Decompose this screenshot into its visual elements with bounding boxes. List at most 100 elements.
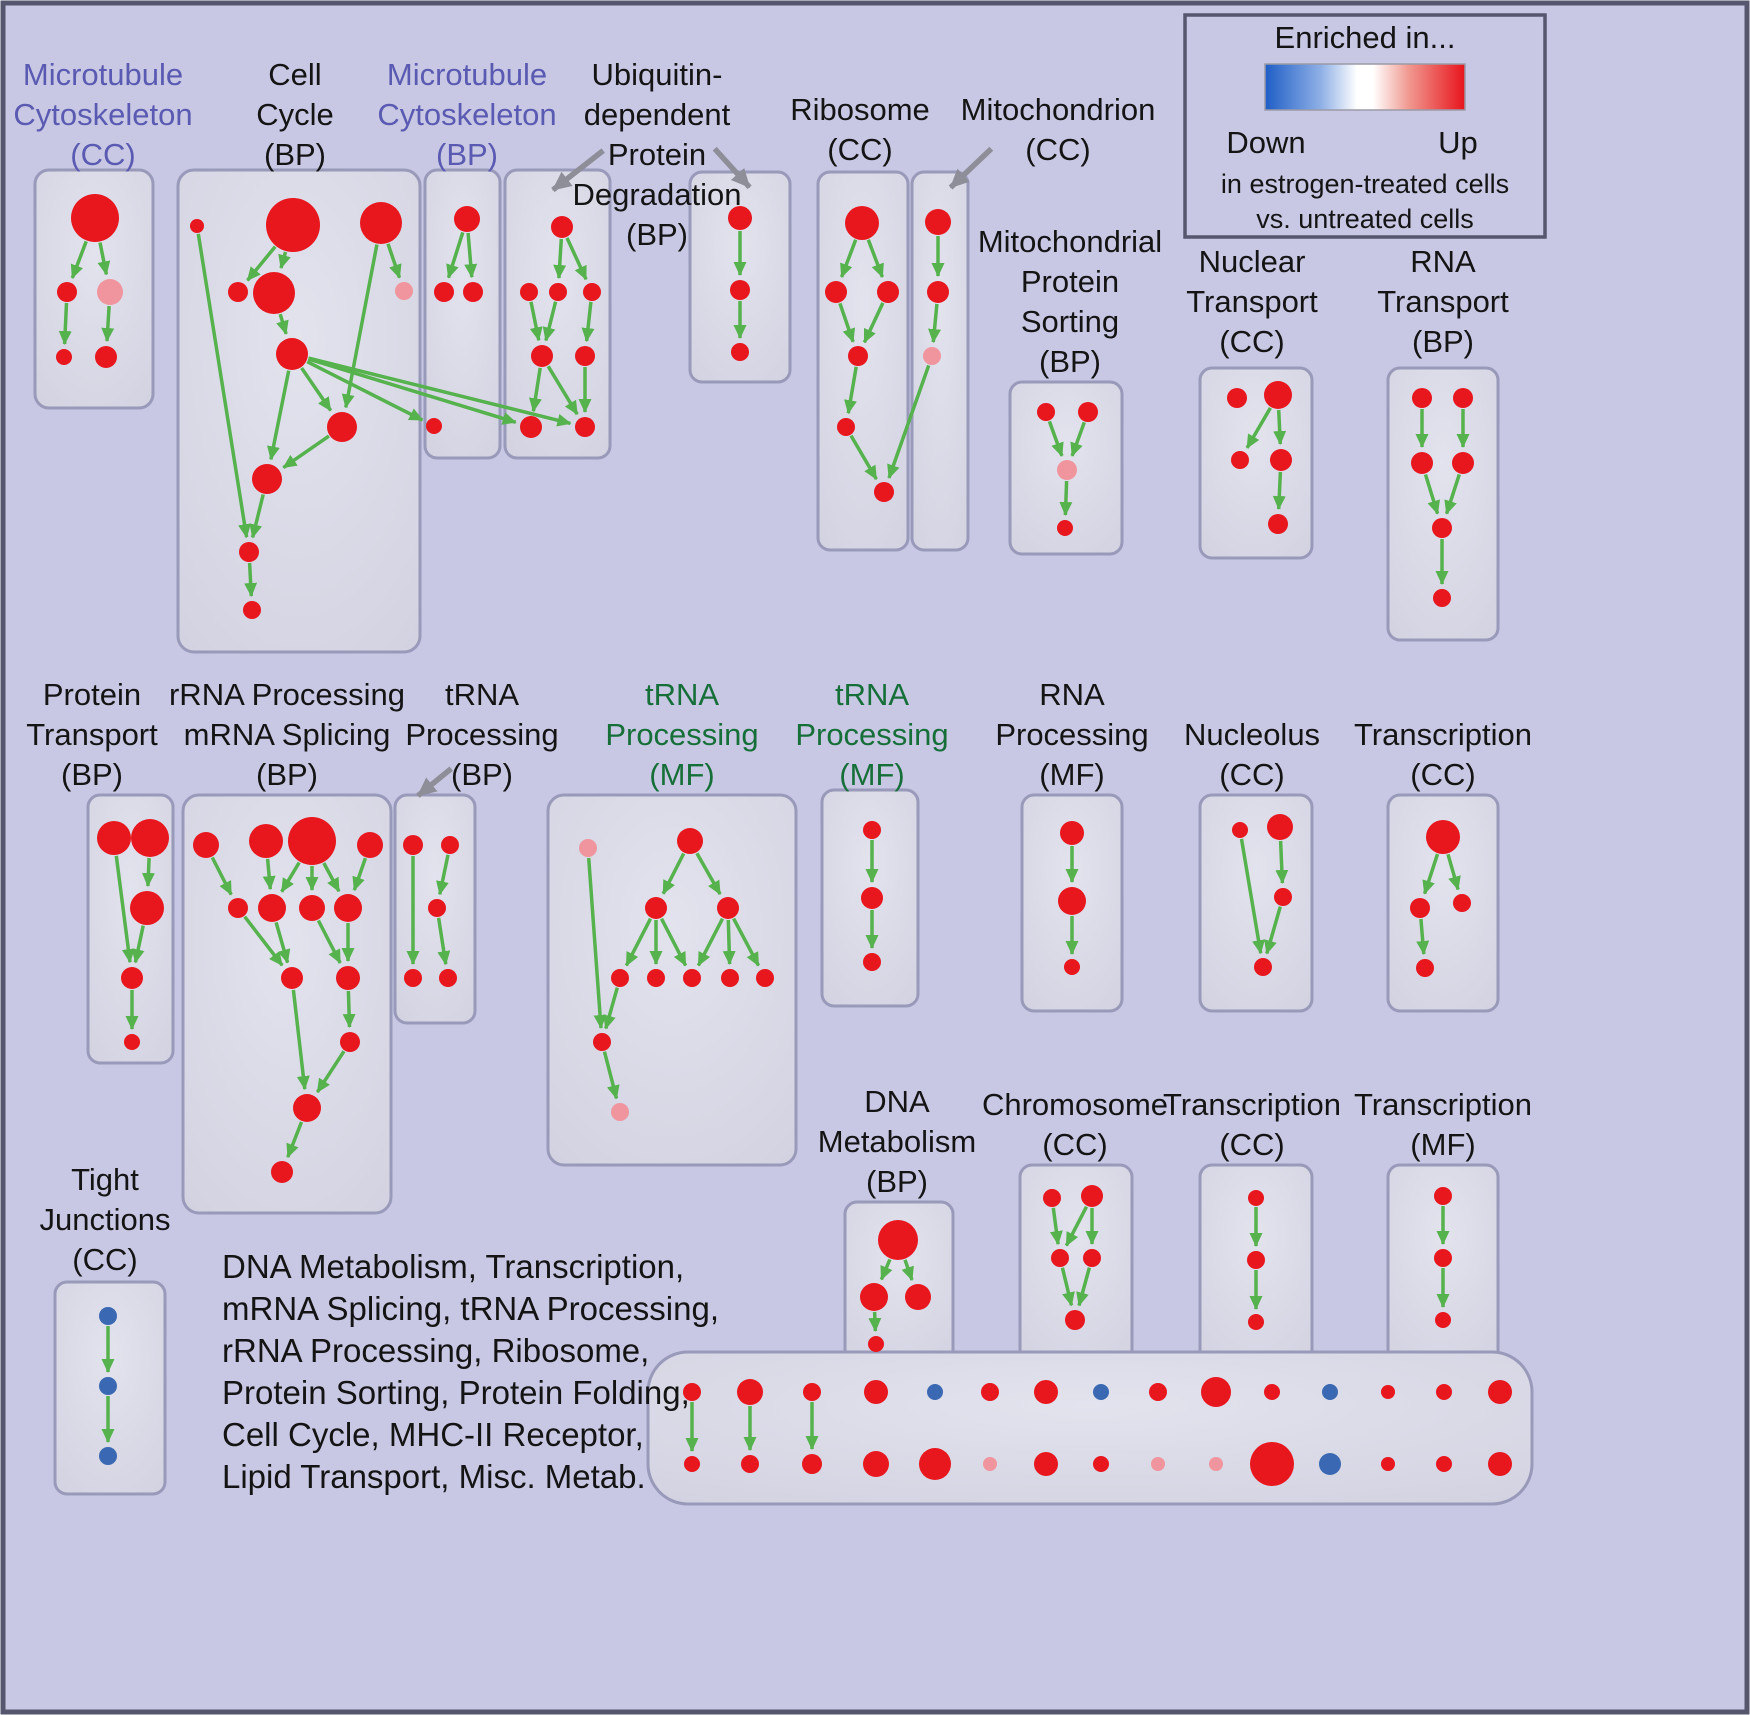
edge: [602, 1051, 620, 1100]
node: [1268, 514, 1288, 534]
node: [848, 346, 868, 366]
cluster-label-rna-processing-mf: (MF): [1039, 757, 1104, 792]
edge: [243, 915, 284, 967]
node: [271, 1161, 293, 1183]
node: [1436, 1384, 1452, 1400]
node: [593, 1033, 611, 1051]
cluster-box-ubiquitin-dependent-protein-degradation-bp: [503, 168, 612, 460]
node: [877, 281, 899, 303]
edge: [546, 365, 579, 416]
edge: [1064, 1205, 1089, 1247]
edge: [436, 917, 451, 966]
node: [927, 281, 949, 303]
node: [1270, 449, 1292, 471]
node: [1434, 1187, 1452, 1205]
node: [845, 206, 879, 240]
edge: [659, 917, 688, 967]
node: [730, 280, 750, 300]
node: [266, 198, 320, 252]
cluster-label-rna-transport-bp: RNA: [1410, 244, 1476, 279]
node: [1434, 1249, 1452, 1267]
cluster-label-transcription-cc-lower: (CC): [1219, 1127, 1284, 1162]
node: [905, 1284, 931, 1310]
node: [1064, 959, 1080, 975]
node: [1436, 1456, 1452, 1472]
cluster-label-transcription-cc-upper: Transcription: [1354, 717, 1532, 752]
edge: [307, 357, 517, 425]
note-text-line: DNA Metabolism, Transcription,: [222, 1248, 684, 1285]
edge: [887, 364, 931, 479]
cluster-box-nucleolus-cc: [1198, 793, 1314, 1013]
cluster-label-protein-transport-bp: Protein: [43, 677, 141, 712]
node: [1057, 520, 1073, 536]
edge: [868, 1311, 882, 1332]
note-text-line: Lipid Transport, Misc. Metab.: [222, 1458, 646, 1495]
node: [1149, 1383, 1167, 1401]
edge: [244, 562, 258, 597]
node: [1034, 1380, 1058, 1404]
edge: [1070, 421, 1086, 457]
node: [1453, 388, 1473, 408]
edge: [114, 855, 135, 964]
node: [1248, 1190, 1264, 1206]
node: [1034, 1452, 1058, 1476]
cluster-label-nucleolus-cc: Nucleolus: [1184, 717, 1320, 752]
node: [56, 349, 72, 365]
edge: [695, 852, 722, 895]
node: [1037, 403, 1055, 421]
node: [1078, 402, 1098, 422]
node: [583, 283, 601, 301]
edge: [141, 857, 155, 887]
cluster-label-ribosome-cc: Ribosome: [790, 92, 930, 127]
cluster-label-microtubule-cytoskeleton-bp: (BP): [436, 137, 498, 172]
node: [864, 1380, 888, 1404]
edge: [1423, 473, 1440, 515]
legend-gradient-bar: [1264, 63, 1466, 111]
node: [860, 1283, 888, 1311]
edge: [249, 494, 265, 539]
edge: [70, 240, 88, 279]
edge: [712, 146, 752, 190]
cluster-label-mitochondrion-cc: (CC): [1025, 132, 1090, 167]
edge: [1059, 480, 1073, 516]
cluster-label-rrna-processing-mrna-splicing-bp: mRNA Splicing: [184, 717, 391, 752]
node: [121, 967, 143, 989]
node: [336, 966, 360, 990]
edge: [529, 301, 543, 342]
edge: [1239, 838, 1265, 955]
edge: [464, 232, 478, 279]
cluster-label-transcription-cc-lower: Transcription: [1163, 1087, 1341, 1122]
node: [426, 418, 442, 434]
node: [861, 887, 883, 909]
labels-layer: MicrotubuleCytoskeleton(CC)CellCycle(BP)…: [13, 20, 1532, 1495]
node: [683, 969, 701, 987]
edge: [416, 766, 453, 798]
node: [253, 272, 295, 314]
node: [1093, 1384, 1109, 1400]
cluster-label-trna-processing-bp: (BP): [451, 757, 513, 792]
node: [404, 969, 422, 987]
edge: [581, 301, 595, 343]
cluster-label-tight-junctions-cc: Tight: [71, 1162, 139, 1197]
node: [1416, 959, 1434, 977]
node: [1267, 814, 1293, 840]
cluster-label-ubiquitin-dependent-protein-degradation-bp: (BP): [626, 217, 688, 252]
edge: [291, 989, 310, 1091]
cluster-label-tight-junctions-cc: Junctions: [40, 1202, 171, 1237]
node: [57, 282, 77, 302]
node: [228, 898, 248, 918]
edge: [1047, 420, 1064, 457]
edge: [306, 360, 424, 422]
node: [1248, 1314, 1264, 1330]
node: [1410, 898, 1430, 918]
edge: [1060, 1267, 1075, 1307]
cluster-label-trna-processing-mf-large: (MF): [649, 757, 714, 792]
legend-box: [1183, 13, 1547, 239]
node: [403, 835, 423, 855]
cluster-label-microtubule-cytoskeleton-cc: (CC): [70, 137, 135, 172]
edge: [352, 857, 368, 892]
node: [1264, 1384, 1280, 1400]
legend-subtitle-line2: vs. untreated cells: [1256, 204, 1474, 234]
